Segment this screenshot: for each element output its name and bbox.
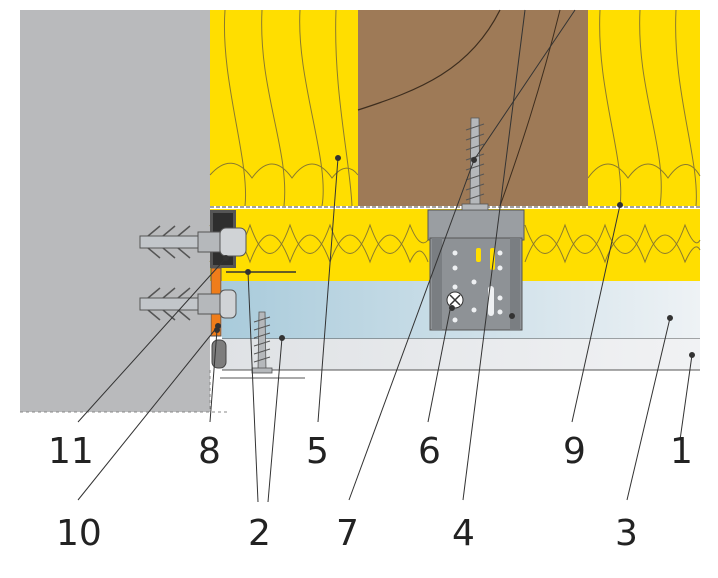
label-11: 11 xyxy=(48,431,94,472)
insulation-upper xyxy=(209,9,701,207)
label-7: 7 xyxy=(336,513,359,554)
label-2: 2 xyxy=(248,513,271,554)
masonry-wall xyxy=(20,10,210,412)
bracket xyxy=(427,209,525,331)
plaster-layer xyxy=(222,339,700,370)
label-8: 8 xyxy=(198,431,221,472)
label-10: 10 xyxy=(56,513,102,554)
leader-lines xyxy=(77,9,695,503)
label-6: 6 xyxy=(418,431,441,472)
label-5: 5 xyxy=(306,431,329,472)
wall-anchor-upper xyxy=(139,225,247,259)
label-1: 1 xyxy=(670,431,693,472)
label-4: 4 xyxy=(452,513,475,554)
label-9: 9 xyxy=(563,431,586,472)
wall-anchor-lower xyxy=(139,287,237,321)
label-3: 3 xyxy=(615,513,638,554)
